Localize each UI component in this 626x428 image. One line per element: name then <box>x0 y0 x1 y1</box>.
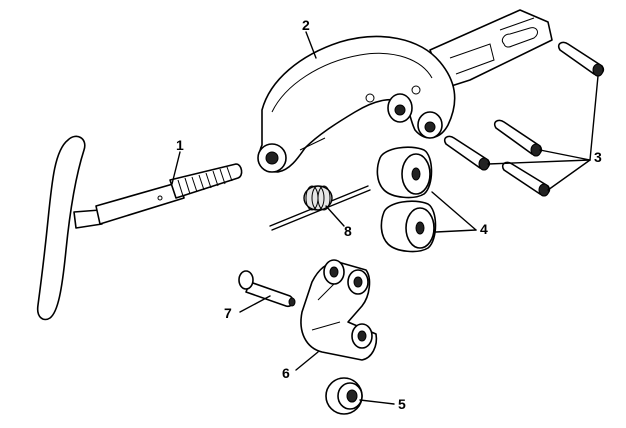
callout-2-leader <box>305 31 317 59</box>
callout-8-leader <box>325 205 345 227</box>
callout-4-label: 4 <box>480 221 488 237</box>
callout-5-leader <box>359 399 395 405</box>
callout-1-leader <box>171 151 181 185</box>
callout-5-label: 5 <box>398 396 406 412</box>
callout-7-label: 7 <box>224 305 232 321</box>
cutter-wheel-icon <box>325 377 363 415</box>
callout-4-leader <box>431 191 477 233</box>
spring-icon <box>269 185 371 231</box>
callout-3-leader <box>487 75 599 191</box>
cutter-frame-icon <box>257 9 553 173</box>
roller-pin-icon <box>443 41 605 197</box>
callout-2-label: 2 <box>302 17 310 33</box>
callout-7-leader <box>239 295 271 313</box>
callout-1-label: 1 <box>176 137 184 153</box>
callout-6-leader <box>295 351 319 371</box>
callout-6-label: 6 <box>282 365 290 381</box>
wheel-pin-icon <box>238 270 296 308</box>
roller-icon <box>376 146 437 253</box>
callout-8-label: 8 <box>344 223 352 239</box>
t-handle-feed-screw-icon <box>36 135 243 321</box>
callout-3-label: 3 <box>594 149 602 165</box>
slide-assembly-icon <box>300 259 378 361</box>
